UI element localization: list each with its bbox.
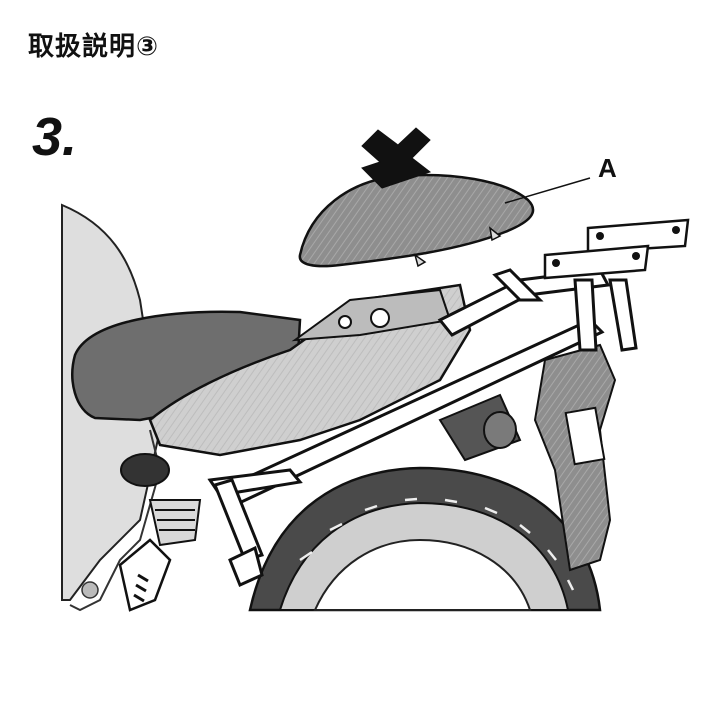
rear-wheel <box>248 466 602 612</box>
rack-frame <box>207 268 638 588</box>
step-number: 3. <box>32 107 78 167</box>
callout-label-a: A <box>598 153 617 183</box>
callout-leader-line <box>504 177 591 204</box>
rack-mounting-plates <box>543 218 690 280</box>
shock-absorber <box>118 453 202 612</box>
seat <box>71 310 302 422</box>
tail-light <box>438 393 522 462</box>
rear-cowl <box>148 283 472 457</box>
cover-part-a <box>298 173 535 268</box>
page-title: 取扱説明③ <box>28 32 160 62</box>
down-arrow-icon <box>361 127 432 189</box>
rear-fender <box>533 343 617 572</box>
